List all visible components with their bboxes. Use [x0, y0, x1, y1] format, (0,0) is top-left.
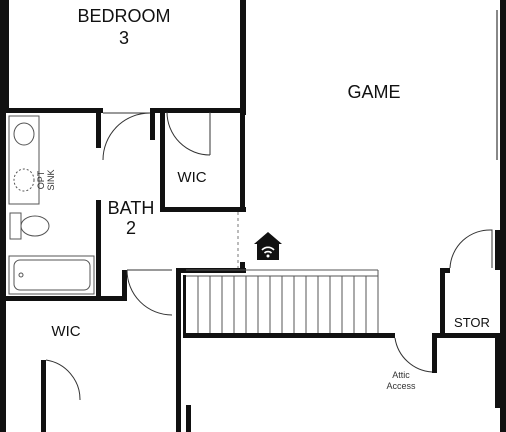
wall-wic-right: [240, 112, 245, 212]
wall-outer-left: [0, 0, 6, 432]
vanity-counter: [8, 115, 40, 205]
door-wic-lower: [45, 359, 81, 401]
wall-stub: [150, 108, 155, 140]
stairs: [186, 269, 379, 333]
wall-stor-top: [440, 268, 450, 273]
toilet-tank-icon: [9, 212, 22, 240]
door-wic-upper: [166, 111, 211, 156]
door-bath: [126, 269, 173, 316]
home-wifi-icon: [254, 232, 282, 260]
opt-sink-icon: [13, 168, 35, 192]
wall-stair-right-stub: [240, 262, 245, 273]
wall-wic-bottom: [160, 207, 246, 212]
stor-name: STOR: [454, 315, 490, 330]
wall-right-lower: [495, 338, 501, 408]
attic-access-line2: Access: [386, 381, 416, 391]
wall-outer-right: [500, 0, 506, 432]
wic-lower-name: WIC: [51, 323, 80, 340]
wall-stair-left: [176, 268, 181, 432]
door-bedroom: [102, 112, 151, 161]
game-name: GAME: [347, 82, 400, 102]
wall-wic-left: [160, 112, 165, 212]
bathtub-inner: [13, 259, 91, 291]
wall-stor-lower: [432, 333, 437, 373]
bathtub-icon: [8, 255, 95, 295]
door-stor: [449, 229, 493, 269]
wall-stor-bottom: [432, 333, 506, 338]
opt-sink-line2: SINK: [46, 169, 56, 190]
tub-drain-icon: [18, 272, 24, 278]
wall-bedroom-right: [240, 0, 246, 115]
wall-bedroom-bottom-left: [3, 108, 103, 113]
wall-bath-bottom: [3, 296, 127, 301]
toilet-bowl-icon: [20, 215, 50, 237]
door-attic: [394, 337, 433, 373]
wall-hall-lower: [186, 405, 191, 432]
opt-sink-label: OPT SINK: [36, 169, 56, 190]
wall-bedroom-left: [3, 0, 9, 112]
bath-fixtures: [8, 115, 95, 295]
bath2-number: 2: [126, 218, 136, 238]
wic-upper-name: WIC: [177, 169, 206, 186]
wall-landing-bottom: [183, 333, 395, 338]
windows: [496, 10, 505, 160]
wall-bath-right: [96, 108, 101, 148]
bedroom3-number: 3: [119, 28, 129, 48]
opt-sink-line1: OPT: [36, 170, 46, 189]
bath2-name: BATH: [108, 198, 155, 218]
wall-stor-left: [440, 268, 445, 338]
bedroom3-name: BEDROOM: [77, 6, 170, 26]
wall-bedroom-bottom-right: [150, 108, 246, 113]
attic-access-line1: Attic: [392, 370, 410, 380]
doors: [45, 111, 493, 401]
wall-bath-right-lower: [96, 200, 101, 300]
wall-stair-inner: [183, 275, 186, 335]
wall-bath-bottom-right: [122, 270, 127, 300]
wall-wic2-right: [41, 360, 46, 432]
sink-icon: [13, 122, 35, 146]
wall-wic2-left: [0, 300, 6, 432]
wall-right-inner: [495, 230, 500, 270]
